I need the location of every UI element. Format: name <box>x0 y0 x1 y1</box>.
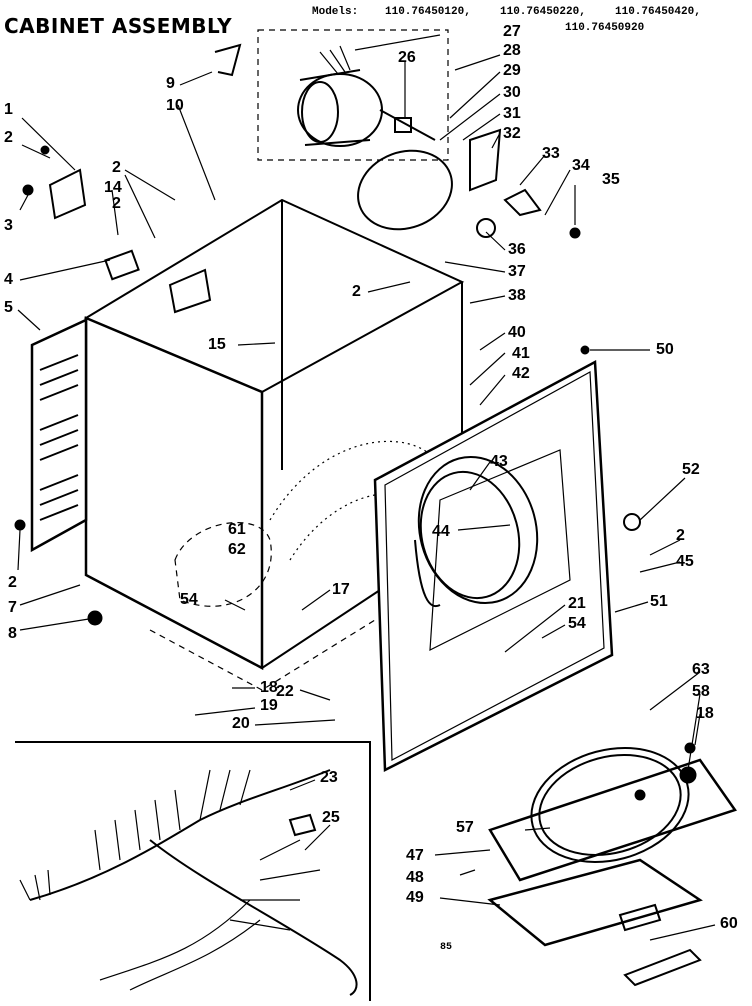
callout-33: 33 <box>542 145 560 162</box>
callout-2f: 2 <box>676 527 685 544</box>
callout-42: 42 <box>512 365 530 382</box>
callout-41: 41 <box>512 345 530 362</box>
page-title: CABINET ASSEMBLY <box>4 14 233 38</box>
callout-51: 51 <box>650 593 668 610</box>
latch-strike <box>623 513 641 531</box>
callout-52: 52 <box>682 461 700 478</box>
callout-25: 25 <box>322 809 340 826</box>
callout-21: 21 <box>568 595 586 612</box>
screw-4 <box>569 227 581 239</box>
door-opening <box>414 455 539 608</box>
callout-4: 4 <box>4 271 13 288</box>
callout-31: 31 <box>503 105 521 122</box>
callout-8: 8 <box>8 625 17 642</box>
rear-vents <box>39 354 79 521</box>
callout-2b: 2 <box>8 574 17 591</box>
models-label: Models: <box>312 6 359 18</box>
base-access-outline <box>174 521 272 607</box>
callout-22: 22 <box>276 683 294 700</box>
callout-30: 30 <box>503 84 521 101</box>
model-number-2: 110.76450220, <box>500 6 586 18</box>
callout-18a: 18 <box>260 679 278 696</box>
duct-part <box>168 268 212 314</box>
callout-54b: 54 <box>568 615 586 632</box>
callout-2e: 2 <box>352 283 361 300</box>
callout-35: 35 <box>602 171 620 188</box>
screw-1 <box>22 184 34 196</box>
callout-47: 47 <box>406 847 424 864</box>
callout-27: 27 <box>503 23 521 40</box>
callout-18b: 18 <box>696 705 714 722</box>
motor-assembly-box <box>257 29 449 161</box>
model-number-1: 110.76450120, <box>385 6 471 18</box>
callout-37: 37 <box>508 263 526 280</box>
callout-10: 10 <box>166 97 184 114</box>
door-assembly <box>487 742 737 987</box>
callout-17: 17 <box>332 581 350 598</box>
callout-20: 20 <box>232 715 250 732</box>
footer-code: 85 <box>440 942 453 953</box>
callout-23: 23 <box>320 769 338 786</box>
bracket-part <box>48 168 87 220</box>
callout-43: 43 <box>490 453 508 470</box>
harness-inset-border <box>15 741 371 1001</box>
callout-44: 44 <box>432 523 450 540</box>
model-number-4: 110.76450920 <box>565 22 645 34</box>
callout-32: 32 <box>503 125 521 142</box>
callout-38: 38 <box>508 287 526 304</box>
screw-3 <box>14 519 26 531</box>
callout-1: 1 <box>4 101 13 118</box>
callout-49: 49 <box>406 889 424 906</box>
callout-19: 19 <box>260 697 278 714</box>
callout-36: 36 <box>508 241 526 258</box>
idler-pulley <box>476 218 496 238</box>
callout-28: 28 <box>503 42 521 59</box>
front-panel-window <box>429 449 571 652</box>
screw-2 <box>40 145 50 155</box>
callout-45: 45 <box>676 553 694 570</box>
wiring-harness <box>19 769 358 996</box>
callout-2a: 2 <box>4 129 13 146</box>
front-panel-inner <box>384 371 605 761</box>
leader-lines <box>17 34 716 941</box>
callout-14: 14 <box>104 179 122 196</box>
rear-vent-panel <box>30 318 88 553</box>
callout-48: 48 <box>406 869 424 886</box>
callout-2c: 2 <box>112 159 121 176</box>
callout-62: 62 <box>228 541 246 558</box>
callout-40: 40 <box>508 324 526 341</box>
callout-2d: 2 <box>112 195 121 212</box>
callout-34: 34 <box>572 157 590 174</box>
hinge-part <box>214 43 242 77</box>
idler-arm <box>503 188 542 217</box>
idler-bracket <box>469 128 502 192</box>
callout-26: 26 <box>398 49 416 66</box>
drive-belt <box>357 149 453 231</box>
terminal-block <box>104 249 140 281</box>
callout-58: 58 <box>692 683 710 700</box>
front-panel <box>373 359 614 772</box>
model-number-3: 110.76450420, <box>615 6 701 18</box>
callout-50: 50 <box>656 341 674 358</box>
callout-5: 5 <box>4 299 13 316</box>
drive-motor <box>297 45 436 147</box>
callout-63: 63 <box>692 661 710 678</box>
callout-3: 3 <box>4 217 13 234</box>
screw-5 <box>580 345 590 355</box>
callout-60: 60 <box>720 915 738 932</box>
callout-29: 29 <box>503 62 521 79</box>
callout-9: 9 <box>166 75 175 92</box>
callout-15: 15 <box>208 336 226 353</box>
callout-7: 7 <box>8 599 17 616</box>
callout-54a: 54 <box>180 591 198 608</box>
callout-57: 57 <box>456 819 474 836</box>
callout-61: 61 <box>228 521 246 538</box>
cabinet-left-side <box>84 316 264 671</box>
